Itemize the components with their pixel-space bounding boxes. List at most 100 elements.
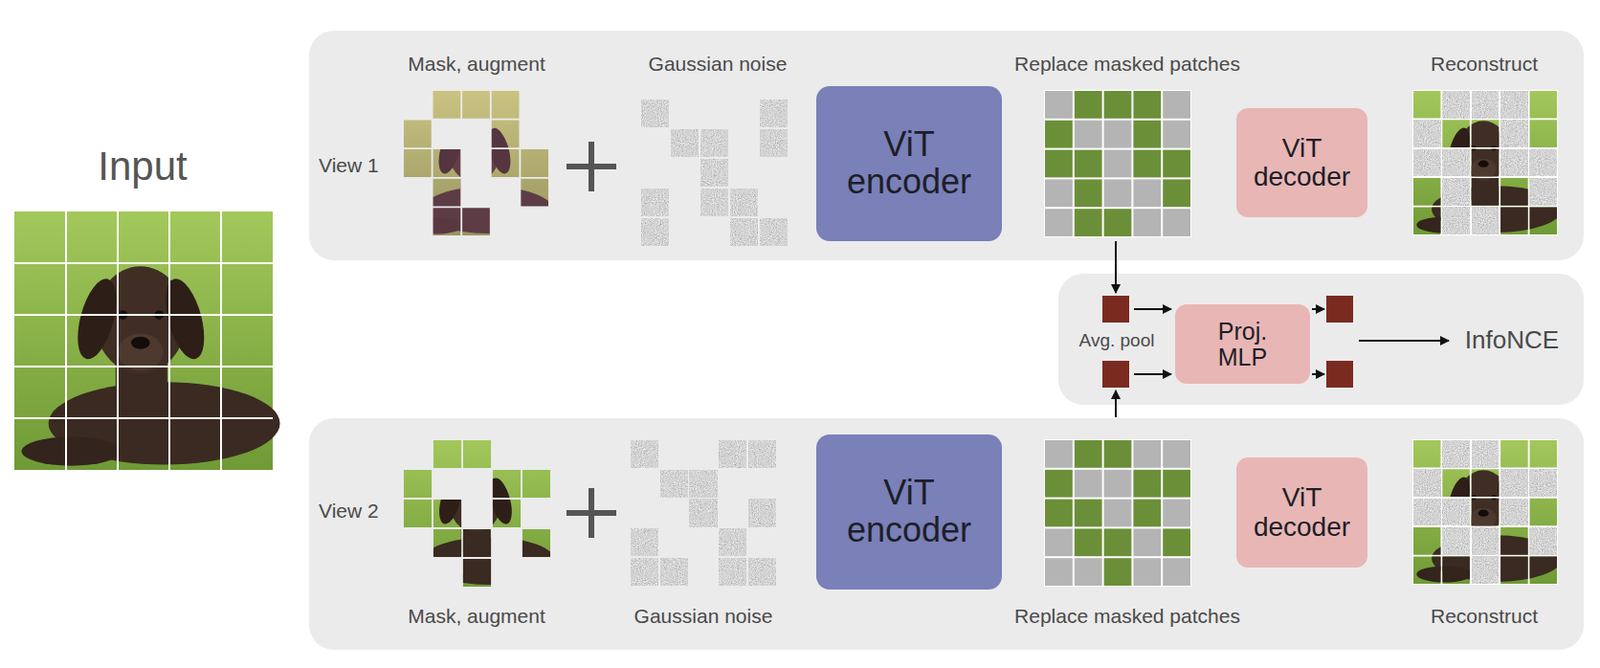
mask-token <box>1074 469 1103 498</box>
visible-token <box>1044 469 1073 498</box>
image-patches <box>402 89 554 237</box>
grid-line <box>116 211 119 470</box>
panel-label: View 2 <box>318 499 379 523</box>
visible-token <box>1074 208 1103 237</box>
mask-token <box>1162 120 1191 149</box>
process-box: ViT encoder <box>816 86 1002 242</box>
visible-token <box>1044 499 1073 528</box>
patch-grid-lines <box>14 211 273 470</box>
visible-token <box>1074 440 1103 468</box>
noise-patch <box>670 129 699 157</box>
noise-patch <box>1500 498 1528 526</box>
box-label: Proj. MLP <box>1204 318 1282 371</box>
plus-sign <box>588 141 595 192</box>
visible-token <box>1104 557 1133 586</box>
noise-patch <box>719 529 747 556</box>
panel-label: Avg. pool <box>1079 330 1156 352</box>
noise-patch <box>748 499 776 527</box>
arrow <box>1133 373 1172 376</box>
noise-patch <box>630 529 658 556</box>
noise-patch <box>748 557 776 585</box>
panel-ground <box>1058 273 1584 405</box>
process-box: ViT decoder <box>1236 108 1368 218</box>
process-box: ViT encoder <box>816 434 1002 590</box>
panel-label: Mask, augment <box>407 604 546 628</box>
mask-token <box>1044 208 1073 237</box>
noise-patch <box>1530 177 1557 205</box>
mask-token <box>1104 178 1133 207</box>
visible-token <box>1044 150 1073 178</box>
noise-patch <box>689 499 717 527</box>
noise-patch <box>1443 498 1470 526</box>
arrow <box>1133 308 1172 311</box>
input-image <box>14 211 281 470</box>
box-label: ViT decoder <box>1245 483 1359 541</box>
noise-patch <box>1500 120 1528 148</box>
noise-patch <box>1530 469 1557 497</box>
box-label: ViT decoder <box>1245 133 1359 192</box>
box-label: ViT encoder <box>837 474 981 550</box>
visible-token <box>1074 499 1103 528</box>
panel-label: Reconstruct <box>1430 604 1538 628</box>
noise-patch <box>730 188 758 217</box>
noise-patch <box>630 440 658 467</box>
noise-patch <box>689 469 717 497</box>
panel-ground <box>309 30 1584 261</box>
panel-label: View 1 <box>318 154 379 178</box>
noise-patch <box>1413 469 1441 497</box>
mask-token <box>1133 178 1161 207</box>
embedding-square <box>1102 360 1130 388</box>
noise-patch <box>1443 527 1470 555</box>
noise-patch <box>1471 207 1499 235</box>
noise-patch <box>1443 90 1470 118</box>
noise-patch <box>700 158 729 187</box>
visible-token <box>1133 120 1161 149</box>
noise-patch <box>1471 440 1499 467</box>
visible-token <box>1133 499 1161 528</box>
noise-patch <box>1443 207 1470 235</box>
panel-layer <box>309 30 1584 650</box>
noise-patch <box>1530 149 1557 177</box>
mask-token <box>1044 528 1073 556</box>
noise-patch <box>1471 527 1499 555</box>
mask-token <box>1162 440 1191 468</box>
noise-patch <box>1443 177 1470 205</box>
noise-patch <box>759 129 788 157</box>
panel-label: Mask, augment <box>407 52 546 76</box>
visible-token <box>1074 528 1103 556</box>
visible-token <box>1133 90 1161 119</box>
visible-token <box>1162 469 1191 498</box>
grid-line <box>220 211 223 470</box>
arrow <box>1358 339 1449 342</box>
process-box: Proj. MLP <box>1175 304 1311 384</box>
noise-patch <box>641 99 669 128</box>
grid-line <box>14 262 273 265</box>
panel-label: Replace masked patches <box>1014 604 1241 628</box>
noise-patch <box>700 129 729 157</box>
noise-patch <box>1500 149 1528 177</box>
visible-token <box>1044 120 1073 149</box>
grid-ground <box>1044 439 1192 587</box>
grid-line <box>14 417 273 420</box>
mask-token <box>1044 90 1073 119</box>
embedding-square <box>1326 360 1354 388</box>
visible-token <box>1162 178 1191 207</box>
visible-token <box>1074 150 1103 178</box>
visible-token <box>1104 528 1133 556</box>
noise-patch <box>1413 120 1441 148</box>
visible-token <box>1162 528 1191 556</box>
mask-token <box>1104 120 1133 149</box>
panel-label: InfoNCE <box>1465 326 1559 356</box>
noise-patch <box>759 218 788 246</box>
grid-line <box>168 211 171 470</box>
noise-patch <box>730 218 758 246</box>
image-patches <box>1412 89 1562 236</box>
noise-patch <box>660 469 688 497</box>
noise-patch <box>759 99 788 128</box>
arrow <box>1311 373 1325 376</box>
embedding-square <box>1326 295 1354 323</box>
noise-patch <box>719 557 747 585</box>
noise-patch <box>1443 440 1470 467</box>
